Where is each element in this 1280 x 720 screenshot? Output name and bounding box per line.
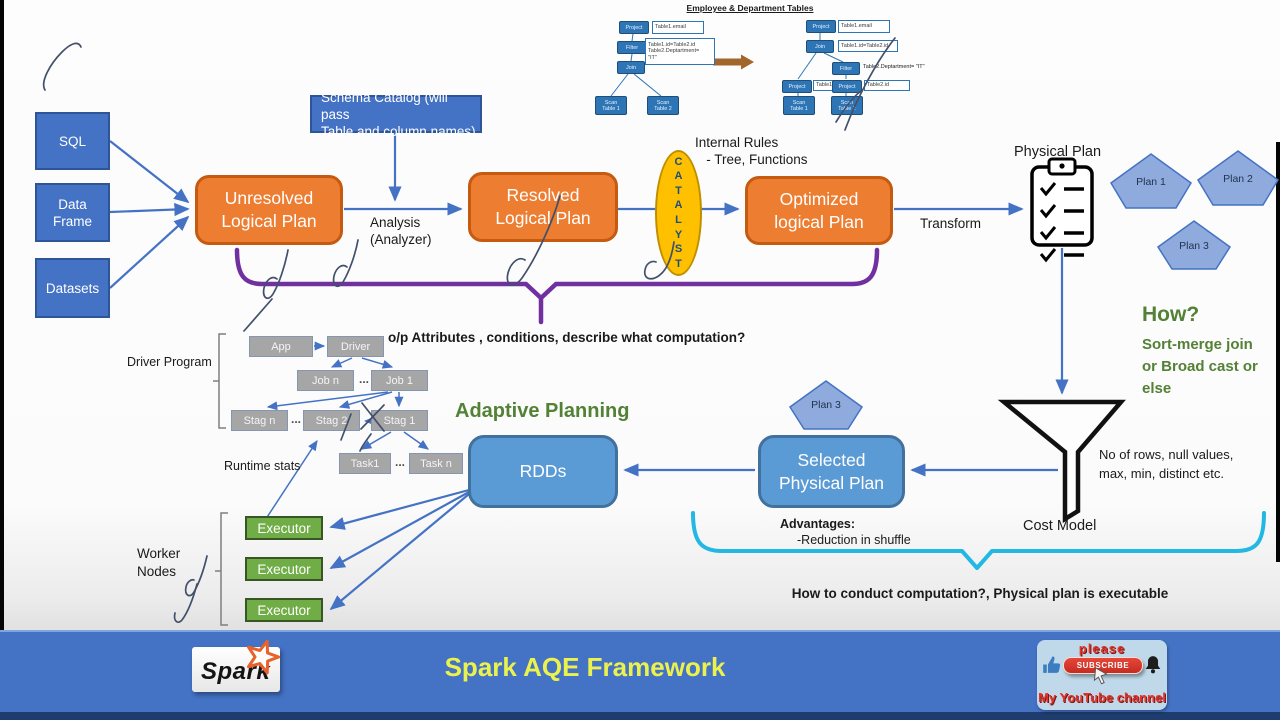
mini-r-filter-label: Table2.Deptartment= "IT" bbox=[863, 64, 925, 70]
driver-node: Driver bbox=[327, 336, 384, 357]
mini-r-project-node: Project bbox=[806, 20, 836, 33]
task-1-node: Task1 bbox=[339, 453, 391, 474]
video-edge-left bbox=[0, 0, 4, 630]
plan1-pentagon-label: Plan 1 bbox=[1136, 176, 1166, 188]
mini-r-scan1-node: Scan Table 1 bbox=[783, 96, 815, 115]
stags-ellipsis: ... bbox=[291, 412, 302, 426]
executor-box-2: Executor bbox=[245, 557, 323, 581]
mini-filter-node: Filter bbox=[617, 41, 647, 54]
cyan-brace bbox=[691, 511, 1266, 570]
selected-physical-plan-box: Selected Physical Plan bbox=[758, 435, 905, 508]
driver-program-label: Driver Program bbox=[127, 355, 212, 369]
how-body: Sort-merge join or Broad cast or else bbox=[1142, 336, 1258, 397]
mini-r-project-label: Table1.email bbox=[838, 20, 890, 33]
transform-label: Transform bbox=[920, 216, 982, 231]
stag-1-node: Stag 1 bbox=[371, 410, 428, 431]
mini-r-scan2-node: Scan Table 2 bbox=[831, 96, 863, 115]
plan3-pentagon-label: Plan 3 bbox=[1179, 240, 1209, 252]
subscribe-please-text: please bbox=[1078, 641, 1126, 656]
subscribe-banner: please SUBSCRIBE My YouTube channel bbox=[1037, 640, 1167, 710]
mini-diagram-title: Employee & Department Tables bbox=[686, 3, 814, 13]
resolved-logical-plan-box: Resolved Logical Plan bbox=[468, 172, 618, 242]
datasets-box: Datasets bbox=[35, 258, 110, 318]
mini-r-project-left-node: Project bbox=[782, 80, 812, 93]
connector-layer bbox=[109, 33, 1279, 626]
mini-r-project-right-node: Project bbox=[832, 80, 862, 93]
optimized-logical-plan-box: Optimized logical Plan bbox=[745, 176, 893, 245]
how-title: How? bbox=[1142, 303, 1200, 326]
stag-2-node: Stag 2 bbox=[303, 410, 360, 431]
sql-box: SQL bbox=[35, 112, 110, 170]
advantages-title: Advantages: bbox=[780, 517, 856, 531]
purple-brace bbox=[234, 247, 880, 325]
plan3-selected-pentagon-label: Plan 3 bbox=[811, 399, 841, 411]
thumbs-up-icon[interactable] bbox=[1042, 655, 1061, 674]
task-n-node: Task n bbox=[409, 453, 463, 474]
bell-icon[interactable] bbox=[1145, 655, 1161, 674]
app-node: App bbox=[249, 336, 313, 357]
catalyst-oval: C A T A L Y S T bbox=[655, 150, 702, 276]
executor-box-3: Executor bbox=[245, 598, 323, 622]
stag-n-node: Stag n bbox=[231, 410, 288, 431]
dataframe-box: Data Frame bbox=[35, 183, 110, 242]
jobs-ellipsis: ... bbox=[359, 372, 370, 386]
adaptive-planning-label: Adaptive Planning bbox=[455, 400, 630, 422]
mini-scan2-node: Scan Table 2 bbox=[647, 96, 679, 115]
group-brackets bbox=[213, 333, 228, 626]
advantages-item: -Reduction in shuffle bbox=[797, 533, 911, 547]
handwritten-ink-layer bbox=[42, 37, 896, 623]
cost-model-label: Cost Model bbox=[1023, 518, 1097, 534]
footer-bottom-strip bbox=[0, 712, 1280, 720]
executor-box-1: Executor bbox=[245, 516, 323, 540]
video-edge-right bbox=[1276, 142, 1280, 562]
mini-r-filter-node: Filter bbox=[832, 62, 860, 75]
internal-rules-label: Internal Rules - Tree, Functions bbox=[695, 135, 808, 167]
job-n-node: Job n bbox=[297, 370, 354, 391]
mini-r-join-label: Table1.id=Table2.id bbox=[838, 40, 898, 52]
mini-transform-arrow bbox=[713, 54, 754, 70]
mini-project-node: Project bbox=[619, 21, 649, 34]
unresolved-logical-plan-box: Unresolved Logical Plan bbox=[195, 175, 343, 245]
bottom-note: How to conduct computation?, Physical pl… bbox=[791, 586, 1169, 601]
worker-nodes-label: Worker Nodes bbox=[137, 546, 181, 579]
plan2-pentagon-label: Plan 2 bbox=[1223, 173, 1253, 185]
physical-plan-label: Physical Plan bbox=[1014, 144, 1102, 160]
mini-filter-label: Table1.id=Table2.id Table2.Deptartment= … bbox=[645, 38, 715, 65]
mini-r-join-node: Join bbox=[806, 40, 834, 53]
job-1-node: Job 1 bbox=[371, 370, 428, 391]
spark-logo: Spark bbox=[192, 639, 280, 692]
rdds-box: RDDs bbox=[468, 435, 618, 508]
analysis-label: Analysis (Analyzer) bbox=[370, 215, 432, 247]
schema-catalog-box: Schema Catalog (will pass Table and colu… bbox=[310, 90, 482, 139]
mini-r-project-right-label: Table2.id bbox=[864, 80, 910, 91]
spark-star-icon bbox=[246, 639, 280, 675]
cursor-icon bbox=[1093, 668, 1108, 685]
subscribe-channel-text: My YouTube channel bbox=[1038, 690, 1166, 705]
mini-join-node: Join bbox=[617, 61, 645, 74]
tasks-ellipsis: ... bbox=[395, 455, 406, 469]
footer-title: Spark AQE Framework bbox=[444, 651, 726, 682]
runtime-stats-label: Runtime stats bbox=[224, 459, 301, 473]
clipboard-icon bbox=[1030, 157, 1094, 263]
op-attributes-note: o/p Attributes , conditions, describe wh… bbox=[388, 330, 746, 345]
stats-note: No of rows, null values, max, min, disti… bbox=[1099, 447, 1234, 481]
mini-project-label: Table1.email bbox=[652, 21, 704, 34]
mini-scan1-node: Scan Table 1 bbox=[595, 96, 627, 115]
